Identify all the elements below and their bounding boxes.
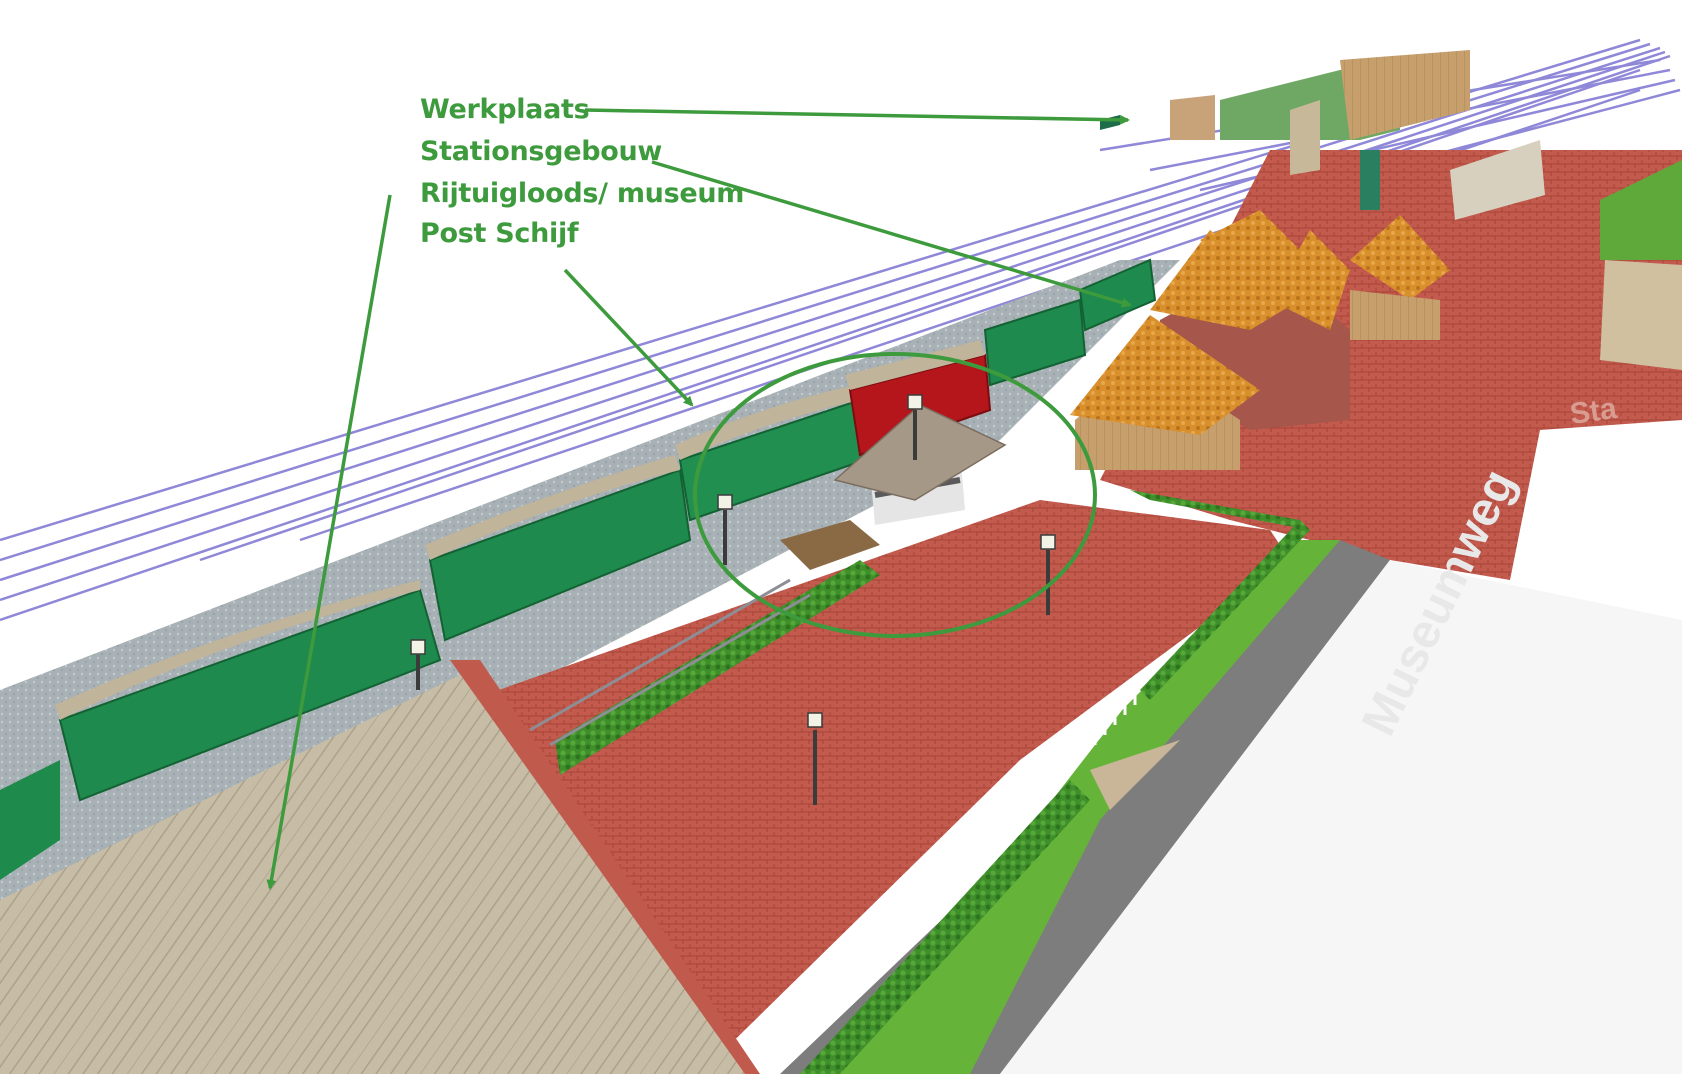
annotation-arrows (266, 108, 1132, 890)
footpath (1090, 740, 1180, 810)
werkplaats-label: Werkplaats (420, 94, 590, 125)
far-right-roof (1600, 160, 1682, 260)
rijtuigloods-roof (0, 670, 750, 1074)
hedge-left (555, 560, 880, 775)
sidewalk (1000, 560, 1682, 1074)
stationsgebouw-label: Stationsgebouw (420, 136, 663, 167)
brick-square (470, 500, 1290, 1074)
stationsgebouw-building (1070, 210, 1450, 470)
post-schijf-highlight-circle (693, 352, 1097, 638)
front-track (529, 578, 811, 747)
werkplaats-arrow (584, 108, 1130, 125)
far-right-building (1600, 260, 1682, 370)
lamp-heads (410, 394, 1056, 728)
hedge-top (1130, 490, 1310, 530)
rijtuigloods-edge (450, 660, 760, 1074)
gate-fence (1088, 680, 1142, 745)
post-schijf-label: Post Schijf (420, 218, 579, 249)
werkplaats-building (1100, 50, 1545, 220)
stationsgebouw-arrow (651, 160, 1132, 308)
lamp-posts (416, 410, 1050, 805)
station-name-partial: Sta (1567, 391, 1619, 432)
hedge-right (1140, 520, 1310, 700)
rijtuigloods-label: Rijtuigloods/ museum (420, 178, 745, 209)
post-schijf-arrow (563, 268, 694, 407)
post-schijf-building (780, 404, 1007, 570)
rijtuigloods-arrow (266, 194, 392, 890)
hedge-front (800, 780, 1090, 1074)
